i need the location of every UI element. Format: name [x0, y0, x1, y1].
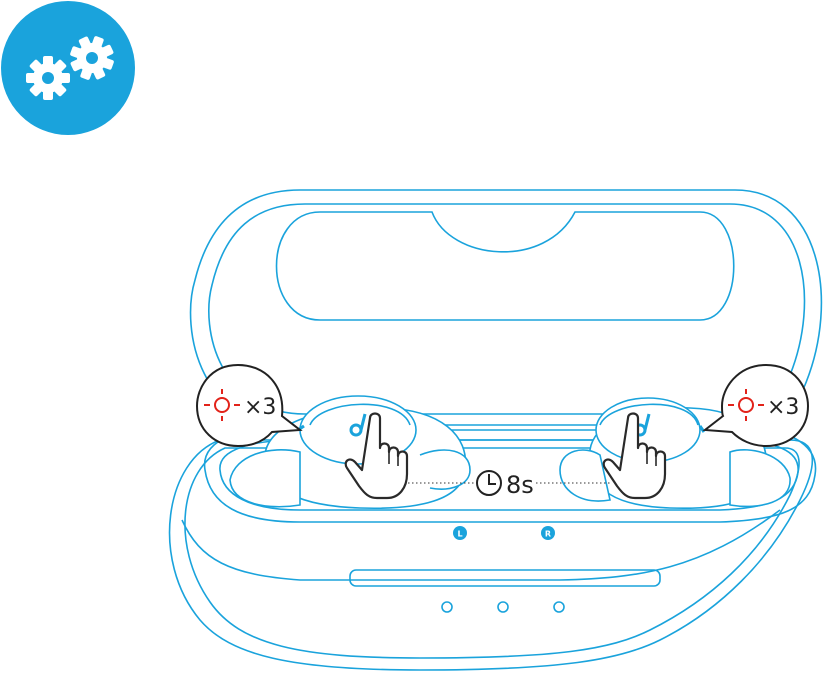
- case-notch: [349, 569, 661, 587]
- indicator-led: [553, 601, 565, 613]
- left-led-callout: ×3: [195, 363, 303, 448]
- right-led-callout: ×3: [702, 363, 810, 448]
- case-base: [168, 439, 814, 671]
- timer: 8s: [408, 470, 612, 499]
- timer-value: 8s: [506, 471, 534, 499]
- left-blink-count: ×3: [244, 395, 276, 420]
- clock-icon: [476, 470, 502, 496]
- led-blink-icon: [204, 389, 240, 421]
- right-side-marker: R: [541, 526, 555, 540]
- led-blink-icon: [728, 389, 764, 421]
- settings-badge: [1, 1, 135, 135]
- lid-window: [275, 211, 735, 321]
- right-side-label: R: [545, 530, 551, 539]
- anker-soundcore-logo-icon: [349, 413, 367, 437]
- gears-icon: [26, 36, 114, 100]
- indicator-led: [497, 601, 509, 613]
- left-side-label: L: [457, 530, 462, 539]
- right-blink-count: ×3: [767, 395, 799, 420]
- left-side-marker: L: [453, 526, 467, 540]
- indicator-led: [441, 601, 453, 613]
